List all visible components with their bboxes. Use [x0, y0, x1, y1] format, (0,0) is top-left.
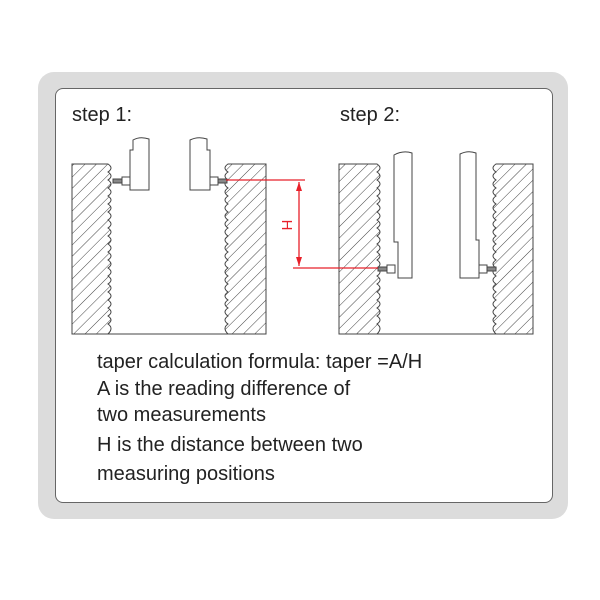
- step1-left-wall: [71, 163, 112, 335]
- formula-line-1: taper calculation formula: taper =A/H: [97, 351, 423, 373]
- formula-line-4: H is the distance between two: [97, 434, 363, 456]
- dimension-h-label: H: [278, 220, 295, 231]
- formula-line-2: A is the reading difference of: [97, 378, 351, 400]
- step1-label: step 1:: [72, 104, 133, 126]
- step1-left-probe: [129, 137, 150, 191]
- step2-label: step 2:: [340, 104, 401, 126]
- step1-right-probe: [189, 137, 211, 191]
- step2-left-probe: [393, 151, 413, 279]
- formula-line-5: measuring positions: [97, 463, 275, 485]
- h-dimension: [226, 179, 378, 269]
- step1-right-wall: [224, 163, 267, 335]
- formula-line-3: two measurements: [97, 404, 266, 426]
- step2-left-wall: [338, 163, 381, 335]
- step2-right-probe: [459, 151, 480, 279]
- step2-right-wall: [492, 163, 534, 335]
